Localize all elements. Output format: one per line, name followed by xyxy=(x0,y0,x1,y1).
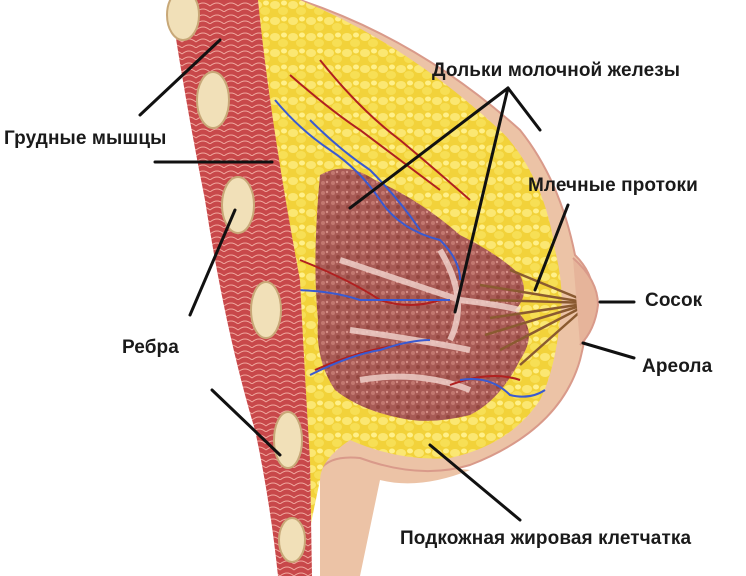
label-pectoral-muscles: Грудные мышцы xyxy=(4,128,167,149)
label-subcutaneous-fat: Подкожная жировая клетчатка xyxy=(400,528,692,549)
label-nipple: Сосок xyxy=(645,290,703,311)
veins xyxy=(274,99,546,398)
nipple xyxy=(572,257,600,346)
label-milk-ducts: Млечные протоки xyxy=(528,175,698,196)
torso-skin xyxy=(320,457,470,576)
leader-lines xyxy=(138,38,636,522)
label-ribs: Ребра xyxy=(122,337,179,358)
mammary-lobules-region xyxy=(315,168,529,421)
label-areola: Ареола xyxy=(642,356,713,377)
label-mammary-lobules: Дольки молочной железы xyxy=(432,60,681,81)
connective-tissue xyxy=(339,248,521,393)
